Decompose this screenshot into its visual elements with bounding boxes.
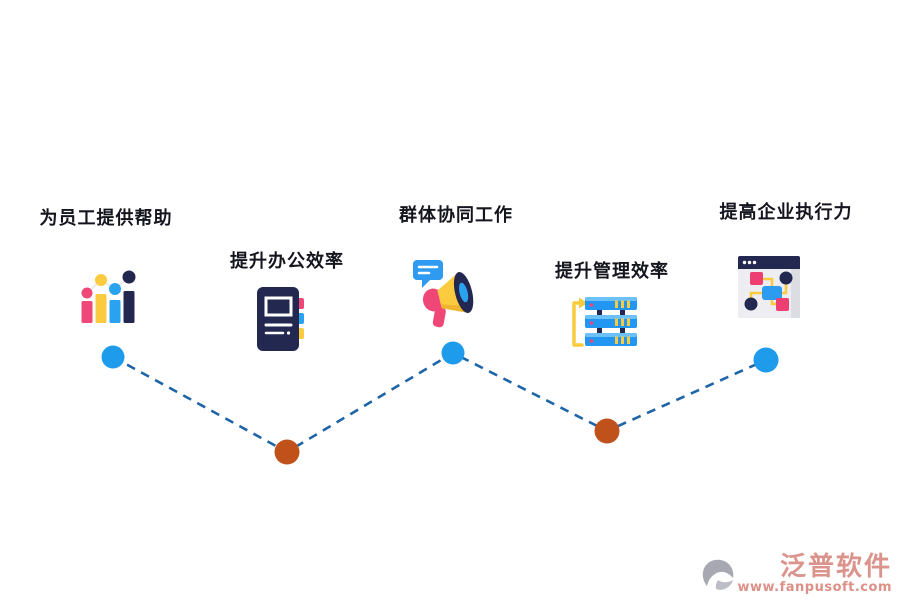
node-dot-4 [594,418,620,444]
item-5-label: 提高企业执行力 [719,202,853,223]
node-dot-5 [753,347,779,373]
item-2-label: 提升办公效率 [230,251,344,272]
flowchart-window-icon [738,256,800,318]
notebook-icon [255,285,307,353]
dashed-path [112,351,767,454]
watermark: 泛普软件 www.fanpusoft.com [701,554,892,597]
item-4-label: 提升管理效率 [555,261,669,282]
bar-chart-icon [78,266,142,326]
watermark-brand: 泛普软件 [779,552,892,582]
item-1-label: 为员工提供帮助 [39,208,173,229]
fanpu-logo-icon [701,557,735,597]
megaphone-icon [410,256,480,332]
server-stack-icon [566,295,640,351]
node-dot-3 [441,341,465,365]
watermark-url: www.fanpusoft.com [737,580,892,595]
node-dot-2 [274,439,300,465]
item-3-label: 群体协同工作 [399,205,513,226]
node-dot-1 [101,345,125,369]
